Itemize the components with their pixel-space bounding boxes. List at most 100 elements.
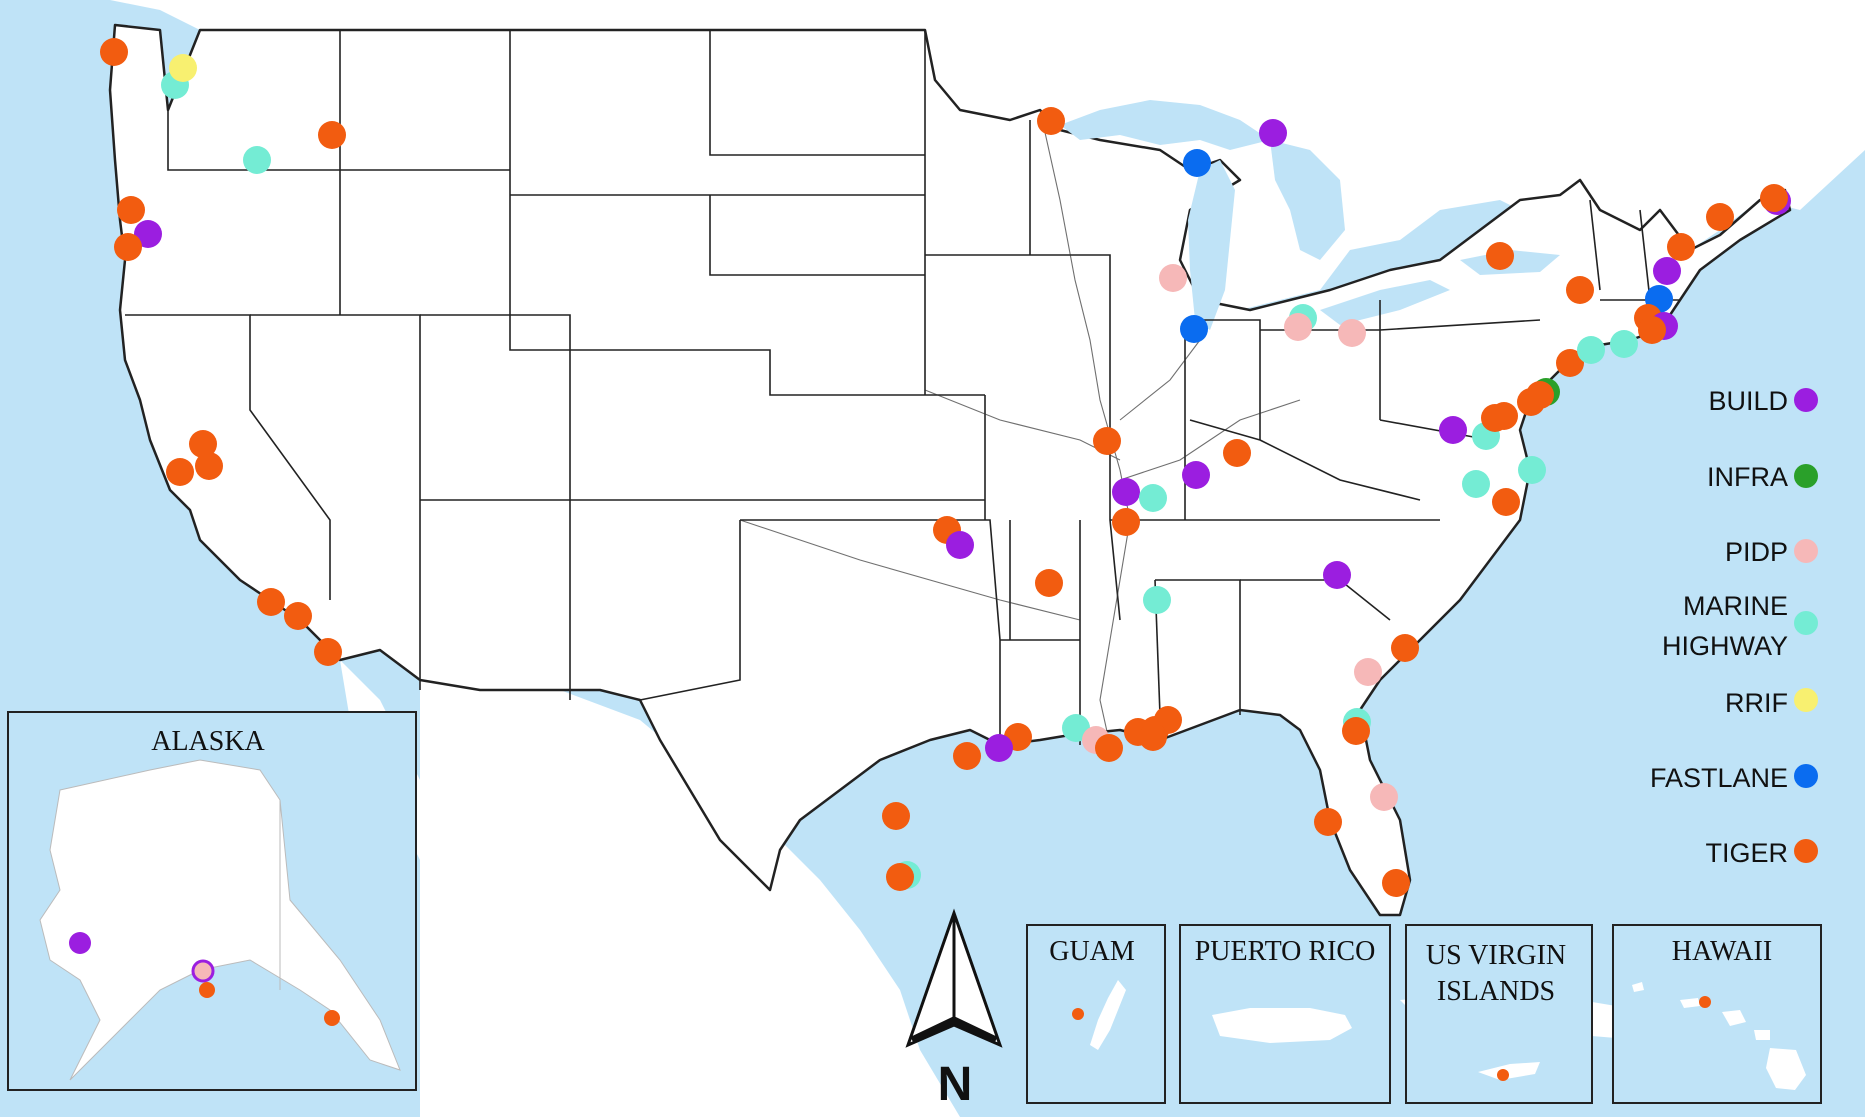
tiger-marker <box>1486 242 1514 270</box>
legend-label-pidp: PIDP <box>1725 537 1788 567</box>
lake-erie <box>1320 280 1450 325</box>
tiger-marker <box>1139 723 1167 751</box>
tiger-marker <box>1556 349 1584 377</box>
tiger-marker <box>117 196 145 224</box>
tiger-marker <box>1492 488 1520 516</box>
guam-title: GUAM <box>1049 936 1135 967</box>
build-marker <box>1259 119 1287 147</box>
build-marker <box>1182 461 1210 489</box>
fastlane-marker <box>1183 149 1211 177</box>
lake-superior <box>1060 100 1270 150</box>
tiger-marker <box>1382 869 1410 897</box>
rrif-marker <box>169 54 197 82</box>
tiger-marker <box>1760 184 1788 212</box>
pidp-marker <box>1354 658 1382 686</box>
legend-swatch-build <box>1794 388 1818 412</box>
legend-swatch-rrif <box>1794 688 1818 712</box>
legend-swatch-infra <box>1794 464 1818 488</box>
state-borders <box>125 30 1680 745</box>
lake-michigan <box>1188 160 1235 330</box>
legend-label-rrif: RRIF <box>1725 688 1788 718</box>
tiger-marker <box>1095 734 1123 762</box>
build-marker <box>1653 257 1681 285</box>
tiger-marker <box>1223 439 1251 467</box>
legend-swatch-tiger <box>1794 839 1818 863</box>
tiger-marker <box>1638 316 1666 344</box>
alaska-inset: ALASKA <box>7 711 417 1091</box>
legend-label-build: BUILD <box>1708 386 1788 416</box>
tiger-marker <box>195 452 223 480</box>
tiger-marker <box>1566 276 1594 304</box>
tiger-marker <box>100 38 128 66</box>
tiger-marker <box>886 863 914 891</box>
tiger-marker <box>1490 402 1518 430</box>
usvi-title-line1: US VIRGIN <box>1426 940 1566 971</box>
marine-highway-marker <box>1610 330 1638 358</box>
tiger-marker <box>318 121 346 149</box>
tiger-marker <box>1037 107 1065 135</box>
tiger-marker <box>314 638 342 666</box>
legend-label-marine-line1: MARINE <box>1683 591 1788 621</box>
marine-highway-marker <box>1518 456 1546 484</box>
legend-swatch-fastlane <box>1794 764 1818 788</box>
tiger-marker <box>257 588 285 616</box>
puerto-rico-inset: PUERTO RICO <box>1179 924 1391 1104</box>
guam-inset: GUAM <box>1026 924 1166 1104</box>
hawaii-inset: HAWAII <box>1612 924 1822 1104</box>
legend-label-infra: INFRA <box>1707 462 1788 492</box>
tiger-marker <box>284 602 312 630</box>
tiger-marker <box>199 982 215 998</box>
marine-highway-marker <box>1462 470 1490 498</box>
pidp-marker <box>1159 264 1187 292</box>
legend-label-tiger: TIGER <box>1705 838 1788 868</box>
lake-huron <box>1270 140 1345 260</box>
legend-label-fastlane: FASTLANE <box>1650 763 1788 793</box>
tiger-marker <box>1706 203 1734 231</box>
tiger-marker <box>1699 996 1711 1008</box>
tiger-marker <box>1497 1069 1509 1081</box>
legend-swatch-pidp <box>1794 539 1818 563</box>
legend-swatch-marine-highway <box>1794 611 1818 635</box>
legend-label-marine-line2: HIGHWAY <box>1662 631 1788 661</box>
tiger-marker <box>1072 1008 1084 1020</box>
build-marker <box>1323 561 1351 589</box>
marine-highway-marker <box>1577 336 1605 364</box>
north-arrow-label: N <box>938 1058 973 1111</box>
fastlane-marker <box>1180 315 1208 343</box>
build-marker <box>1439 416 1467 444</box>
marine-highway-marker <box>1139 484 1167 512</box>
marine-highway-marker <box>243 146 271 174</box>
build-marker <box>134 220 162 248</box>
tiger-marker <box>1314 808 1342 836</box>
usvi-inset: US VIRGIN ISLANDS <box>1405 924 1593 1104</box>
puerto-rico-title: PUERTO RICO <box>1195 936 1376 967</box>
tiger-marker <box>1526 381 1554 409</box>
build-marker <box>985 734 1013 762</box>
mexico-landmass <box>420 680 960 1117</box>
tiger-marker <box>1112 508 1140 536</box>
tiger-marker <box>114 233 142 261</box>
build-marker <box>1112 478 1140 506</box>
tiger-marker <box>1391 634 1419 662</box>
rivers <box>739 109 1301 746</box>
pidp-marker <box>1284 313 1312 341</box>
project-markers <box>100 38 1791 897</box>
tiger-marker <box>953 742 981 770</box>
marine-highway-marker <box>1143 586 1171 614</box>
hawaii-title: HAWAII <box>1672 936 1772 967</box>
build-marker <box>69 932 91 954</box>
tiger-marker <box>1667 233 1695 261</box>
tiger-marker <box>1035 569 1063 597</box>
build-marker-outline <box>191 959 215 983</box>
tiger-marker <box>189 430 217 458</box>
tiger-marker <box>166 458 194 486</box>
pidp-marker <box>1338 319 1366 347</box>
north-arrow: N <box>905 908 1003 1111</box>
usvi-title-line2: ISLANDS <box>1437 976 1555 1007</box>
tiger-marker <box>1342 717 1370 745</box>
alaska-title: ALASKA <box>151 726 265 757</box>
tiger-marker <box>882 802 910 830</box>
pidp-marker <box>1370 783 1398 811</box>
